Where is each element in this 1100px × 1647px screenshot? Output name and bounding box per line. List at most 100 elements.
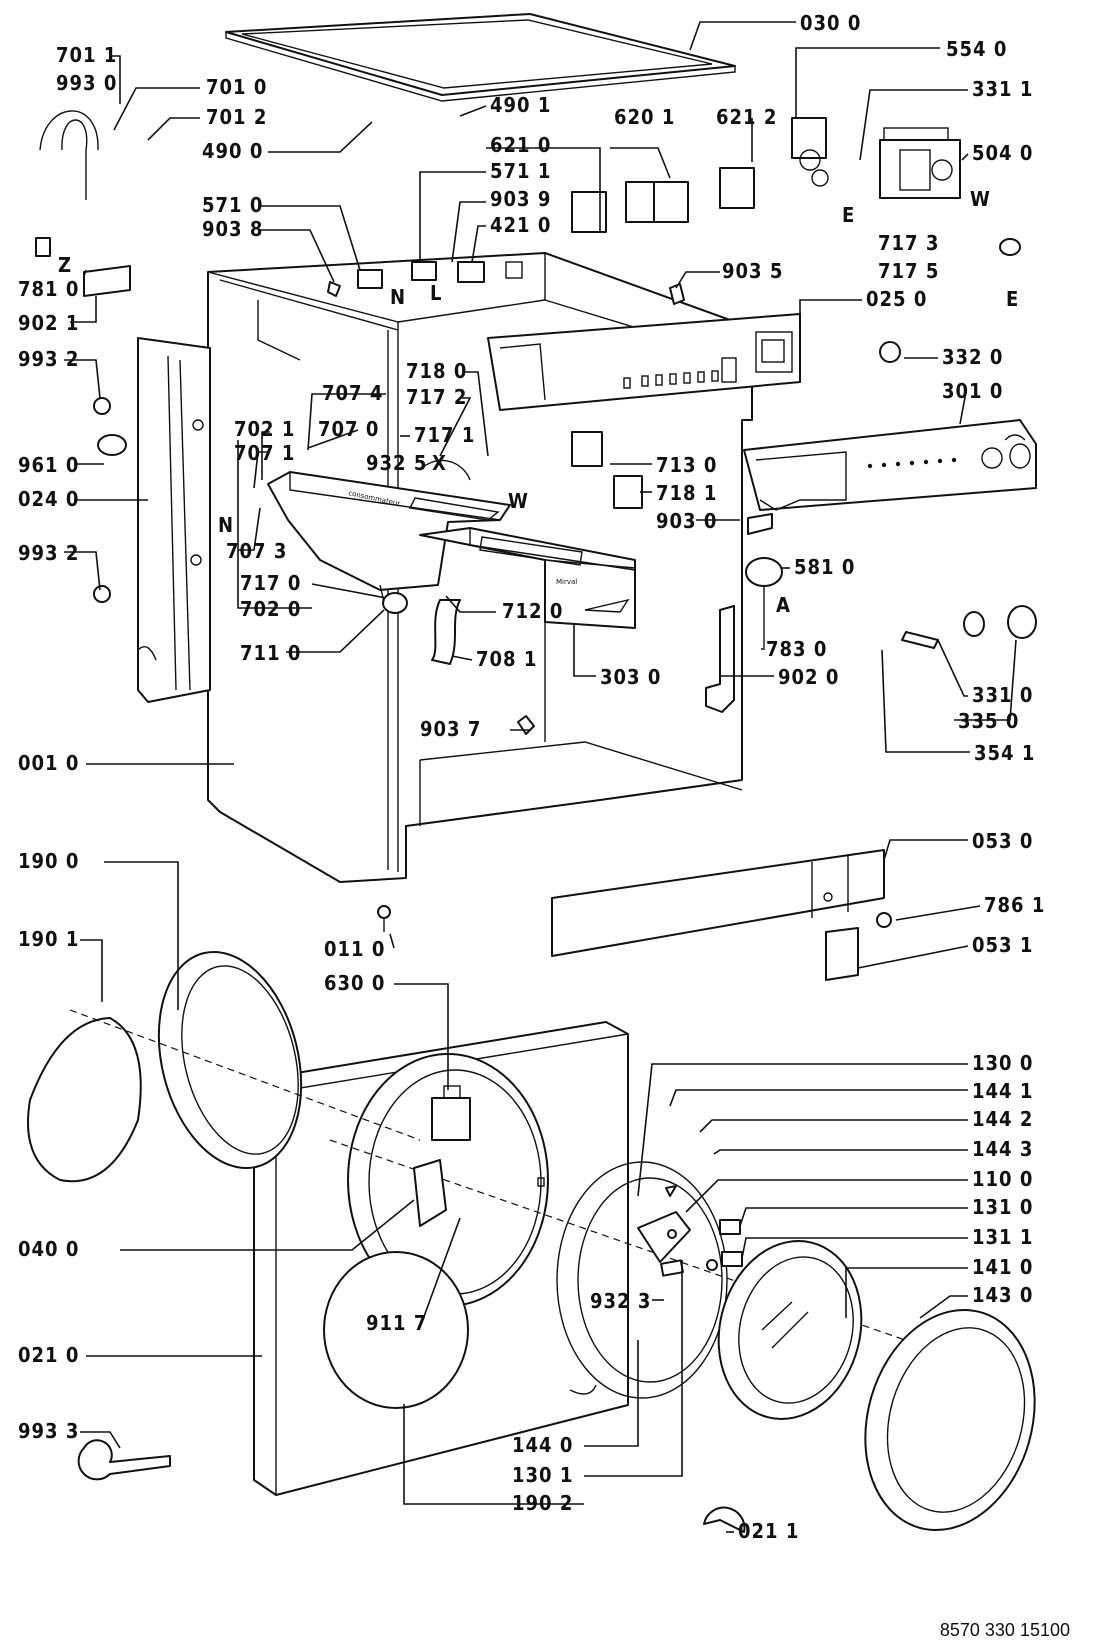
label-581-0: 581 0 — [794, 555, 855, 579]
label-354-1: 354 1 — [974, 741, 1035, 765]
label-717-0: 717 0 — [240, 571, 301, 595]
label-932-3: 932 3 — [590, 1289, 651, 1313]
solenoid-valves — [327, 261, 523, 297]
label-504-0: 504 0 — [972, 141, 1033, 165]
door-hinge — [413, 1159, 447, 1227]
label-903-8: 903 8 — [202, 217, 263, 241]
label-144-2: 144 2 — [972, 1107, 1033, 1131]
label-903-0: 903 0 — [656, 509, 717, 533]
label-630-0: 630 0 — [324, 971, 385, 995]
hose-parts — [35, 110, 461, 665]
label-911-7: 911 7 — [366, 1311, 427, 1335]
label-011-0: 011 0 — [324, 937, 385, 961]
marker-n-2: N — [218, 513, 234, 537]
label-781-0: 781 0 — [18, 277, 79, 301]
detergent-housing: consommateur — [267, 459, 511, 614]
label-701-0: 701 0 — [206, 75, 267, 99]
label-331-1: 331 1 — [972, 77, 1033, 101]
marker-e-1: E — [842, 203, 855, 227]
label-993-2-b: 993 2 — [18, 541, 79, 565]
label-190-1: 190 1 — [18, 927, 79, 951]
label-702-1: 702 1 — [234, 417, 295, 441]
label-620-1: 620 1 — [614, 105, 675, 129]
label-707-0: 707 0 — [318, 417, 379, 441]
label-025-0: 025 0 — [866, 287, 927, 311]
label-717-1: 717 1 — [414, 423, 475, 447]
part-labels: 030 0 554 0 331 1 504 0 701 1 993 0 701 … — [18, 11, 1045, 1543]
label-303-0: 303 0 — [600, 665, 661, 689]
label-021-0: 021 0 — [18, 1343, 79, 1367]
label-571-1: 571 1 — [490, 159, 551, 183]
pressure-switch — [745, 557, 783, 650]
marker-w-2: W — [508, 489, 529, 513]
label-707-4: 707 4 — [322, 381, 383, 405]
label-932-5: 932 5 — [366, 451, 427, 475]
label-040-0: 040 0 — [18, 1237, 79, 1261]
main-switch — [791, 117, 829, 187]
label-993-2-a: 993 2 — [18, 347, 79, 371]
label-903-5: 903 5 — [722, 259, 783, 283]
marker-a: A — [776, 593, 791, 617]
label-961-0: 961 0 — [18, 453, 79, 477]
label-717-3: 717 3 — [878, 231, 939, 255]
label-707-1: 707 1 — [234, 441, 295, 465]
drawer-brand-text: Mirval — [556, 578, 577, 586]
label-024-0: 024 0 — [18, 487, 79, 511]
label-718-1: 718 1 — [656, 481, 717, 505]
control-frame — [487, 313, 801, 411]
label-021-1: 021 1 — [738, 1519, 799, 1543]
label-621-2: 621 2 — [716, 105, 777, 129]
program-indicator-row — [623, 370, 719, 389]
detergent-drawer: Mirval — [419, 527, 636, 629]
top-lid — [225, 13, 736, 102]
label-701-1: 701 1 — [56, 43, 117, 67]
label-718-0: 718 0 — [406, 359, 467, 383]
label-144-0: 144 0 — [512, 1433, 573, 1457]
label-708-1: 708 1 — [476, 647, 537, 671]
door-handle-parts — [637, 1211, 743, 1277]
door-trim-ring — [864, 1308, 1036, 1532]
door-glass-911 — [323, 1251, 469, 1409]
label-993-3: 993 3 — [18, 1419, 79, 1443]
label-110-0: 110 0 — [972, 1167, 1033, 1191]
label-144-1: 144 1 — [972, 1079, 1033, 1103]
label-141-0: 141 0 — [972, 1255, 1033, 1279]
label-717-5: 717 5 — [878, 259, 939, 283]
label-554-0: 554 0 — [946, 37, 1007, 61]
label-421-0: 421 0 — [490, 213, 551, 237]
label-144-3: 144 3 — [972, 1137, 1033, 1161]
marker-l: L — [430, 281, 442, 305]
label-902-1: 902 1 — [18, 311, 79, 335]
label-490-1: 490 1 — [490, 93, 551, 117]
label-130-0: 130 0 — [972, 1051, 1033, 1075]
label-332-0: 332 0 — [942, 345, 1003, 369]
document-number: 8570 330 15100 — [939, 1620, 1070, 1640]
rear-bracket — [705, 605, 735, 713]
marker-z: Z — [58, 253, 72, 277]
label-903-7: 903 7 — [420, 717, 481, 741]
programmer-timer — [879, 127, 961, 199]
label-030-0: 030 0 — [800, 11, 861, 35]
label-190-2: 190 2 — [512, 1491, 573, 1515]
marker-x: X — [432, 451, 447, 475]
label-131-0: 131 0 — [972, 1195, 1033, 1219]
label-786-1: 786 1 — [984, 893, 1045, 917]
control-panel-front — [743, 419, 1037, 511]
marker-e-2: E — [1006, 287, 1019, 311]
label-490-0: 490 0 — [202, 139, 263, 163]
panel-led-row — [867, 457, 957, 469]
fittings — [93, 238, 1021, 1271]
door-interlock — [431, 1085, 471, 1141]
label-713-0: 713 0 — [656, 453, 717, 477]
door-seal-190 — [27, 951, 421, 1183]
marker-w-1: W — [970, 187, 991, 211]
label-717-2: 717 2 — [406, 385, 467, 409]
label-783-0: 783 0 — [766, 637, 827, 661]
label-190-0: 190 0 — [18, 849, 79, 873]
label-701-2: 701 2 — [206, 105, 267, 129]
leader-lines — [64, 21, 1017, 1533]
label-301-0: 301 0 — [942, 379, 1003, 403]
label-335-0: 335 0 — [958, 709, 1019, 733]
label-902-0: 902 0 — [778, 665, 839, 689]
